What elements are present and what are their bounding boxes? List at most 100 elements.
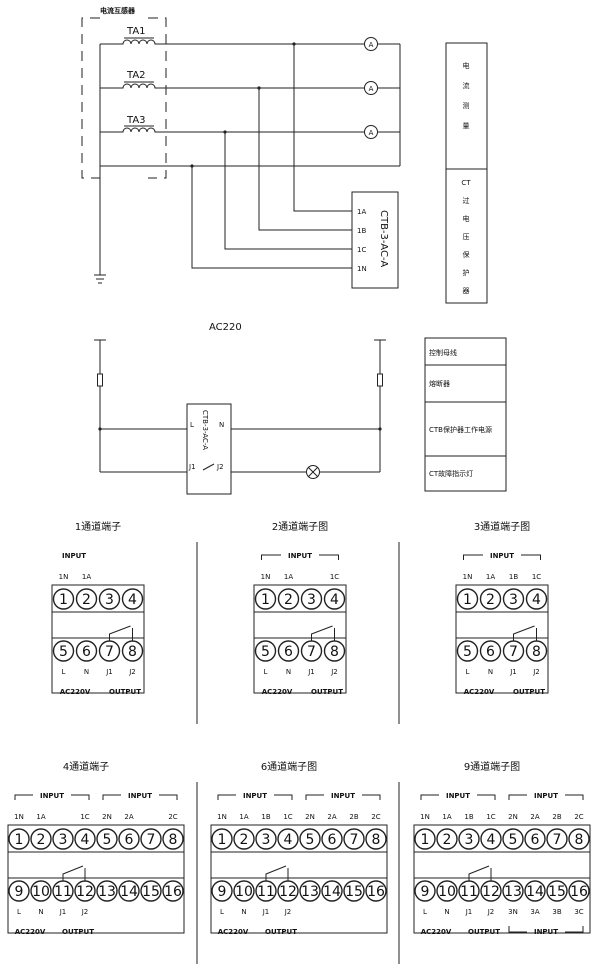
terminal-top-label: 1N — [463, 573, 473, 581]
terminal-bottom-label: J1 — [509, 668, 517, 676]
svg-text:测: 测 — [463, 102, 470, 110]
terminal-4: 4 — [74, 828, 96, 850]
terminal-10: 10 — [233, 880, 255, 902]
terminal-3: 3 — [52, 828, 74, 850]
terminal-number: 4 — [81, 832, 90, 848]
terminal-bottom-label: L — [17, 908, 21, 916]
terminal-16: 16 — [365, 880, 387, 902]
terminal-number: 5 — [306, 832, 315, 848]
terminal-bottom-label: N — [241, 908, 246, 916]
terminal-3: 3 — [98, 588, 121, 610]
terminal-number: 7 — [553, 832, 562, 848]
terminal-6: 6 — [75, 640, 98, 662]
terminal-4: 4 — [480, 828, 502, 850]
terminal-number: 10 — [235, 884, 253, 900]
svg-text:压: 压 — [463, 233, 470, 241]
svg-text:CT: CT — [461, 179, 471, 187]
terminal-bottom-label: J2 — [128, 668, 136, 676]
legend-ct-protector — [445, 168, 488, 304]
footer-output: OUTPUT — [513, 688, 545, 696]
terminal-7: 7 — [546, 828, 568, 850]
terminal-number: 3 — [105, 592, 114, 608]
terminal-number: 5 — [509, 832, 518, 848]
terminal-15: 15 — [546, 880, 568, 902]
power-term-j2: J2 — [216, 463, 224, 471]
terminal-6: 6 — [277, 640, 300, 662]
terminal-number: 8 — [330, 644, 339, 660]
terminal-16: 16 — [568, 880, 590, 902]
terminal-top-label: 2C — [574, 813, 583, 821]
terminal-number: 12 — [482, 884, 500, 900]
footer-ac220v: AC220V — [421, 928, 452, 936]
terminal-7: 7 — [502, 640, 525, 662]
terminal-12: 12 — [277, 880, 299, 902]
svg-text:保: 保 — [463, 250, 470, 259]
terminal-number: 9 — [421, 884, 430, 900]
terminal-5: 5 — [52, 640, 75, 662]
terminal-11: 11 — [255, 880, 277, 902]
terminal-top-label: 1A — [82, 573, 91, 581]
terminal-number: 15 — [345, 884, 363, 900]
terminal-1: 1 — [254, 588, 277, 610]
terminal-top-label: 1N — [14, 813, 24, 821]
terminal-number: 2 — [284, 592, 293, 608]
terminal-number: 14 — [120, 884, 138, 900]
terminal-number: 3 — [59, 832, 68, 848]
terminal-number: 2 — [486, 592, 495, 608]
terminal-1: 1 — [414, 828, 436, 850]
footer-ac220v: AC220V — [464, 688, 495, 696]
terminal-number: 16 — [164, 884, 182, 900]
terminal-bottom-label: J1 — [465, 908, 473, 916]
footer-ac220v: AC220V — [60, 688, 91, 696]
terminal-top-label: 2N — [102, 813, 112, 821]
input-label: INPUT — [331, 792, 355, 800]
terminal-bottom-label: N — [488, 668, 493, 676]
terminal-number: 15 — [142, 884, 160, 900]
terminal-top-label: 1C — [283, 813, 292, 821]
terminal-bottom-label: L — [220, 908, 224, 916]
terminal-14: 14 — [118, 880, 140, 902]
terminal-number: 9 — [15, 884, 24, 900]
terminal-top-label: 1N — [261, 573, 271, 581]
ctb-device-box — [351, 191, 399, 289]
terminal-number: 5 — [261, 644, 270, 660]
ctb-power-device — [186, 403, 232, 495]
terminal-bottom-label: J1 — [262, 908, 270, 916]
terminal-4: 4 — [121, 588, 144, 610]
input-label: INPUT — [534, 792, 558, 800]
terminal-number: 5 — [463, 644, 472, 660]
terminal-bottom-label: L — [466, 668, 470, 676]
footer-output: OUTPUT — [62, 928, 94, 936]
terminal-bottom-label: L — [264, 668, 268, 676]
terminal-number: 7 — [105, 644, 114, 660]
terminal-number: 10 — [32, 884, 50, 900]
ta2-label: TA2 — [126, 70, 146, 81]
terminal-number: 4 — [128, 592, 137, 608]
terminal-8: 8 — [162, 828, 184, 850]
terminal-number: 8 — [575, 832, 584, 848]
terminal-top-label: 1C — [486, 813, 495, 821]
terminal-11: 11 — [458, 880, 480, 902]
power-section: AC220 L N J1 J2 CTB-3-AC-A 控制母线 熔断器 CTB保 — [94, 322, 507, 495]
ta1-label: TA1 — [126, 26, 146, 37]
terminal-top-label: 2B — [552, 813, 561, 821]
terminal-bottom-label: 3A — [530, 908, 539, 916]
terminal-number: 2 — [37, 832, 46, 848]
terminal-5: 5 — [456, 640, 479, 662]
ctb-device-label: CTB-3-AC-A — [378, 210, 389, 267]
ammeter-icon: A — [364, 81, 378, 95]
terminal-number: 16 — [367, 884, 385, 900]
terminal-1: 1 — [52, 588, 75, 610]
terminal-number: 7 — [350, 832, 359, 848]
terminal-4: 4 — [525, 588, 548, 610]
terminal-top-label: 1A — [486, 573, 495, 581]
terminal-number: 4 — [532, 592, 541, 608]
terminal-13: 13 — [299, 880, 321, 902]
ct-label: 电流互感器 — [100, 6, 136, 15]
terminal-1: 1 — [211, 828, 233, 850]
terminal-top-label: 2C — [371, 813, 380, 821]
